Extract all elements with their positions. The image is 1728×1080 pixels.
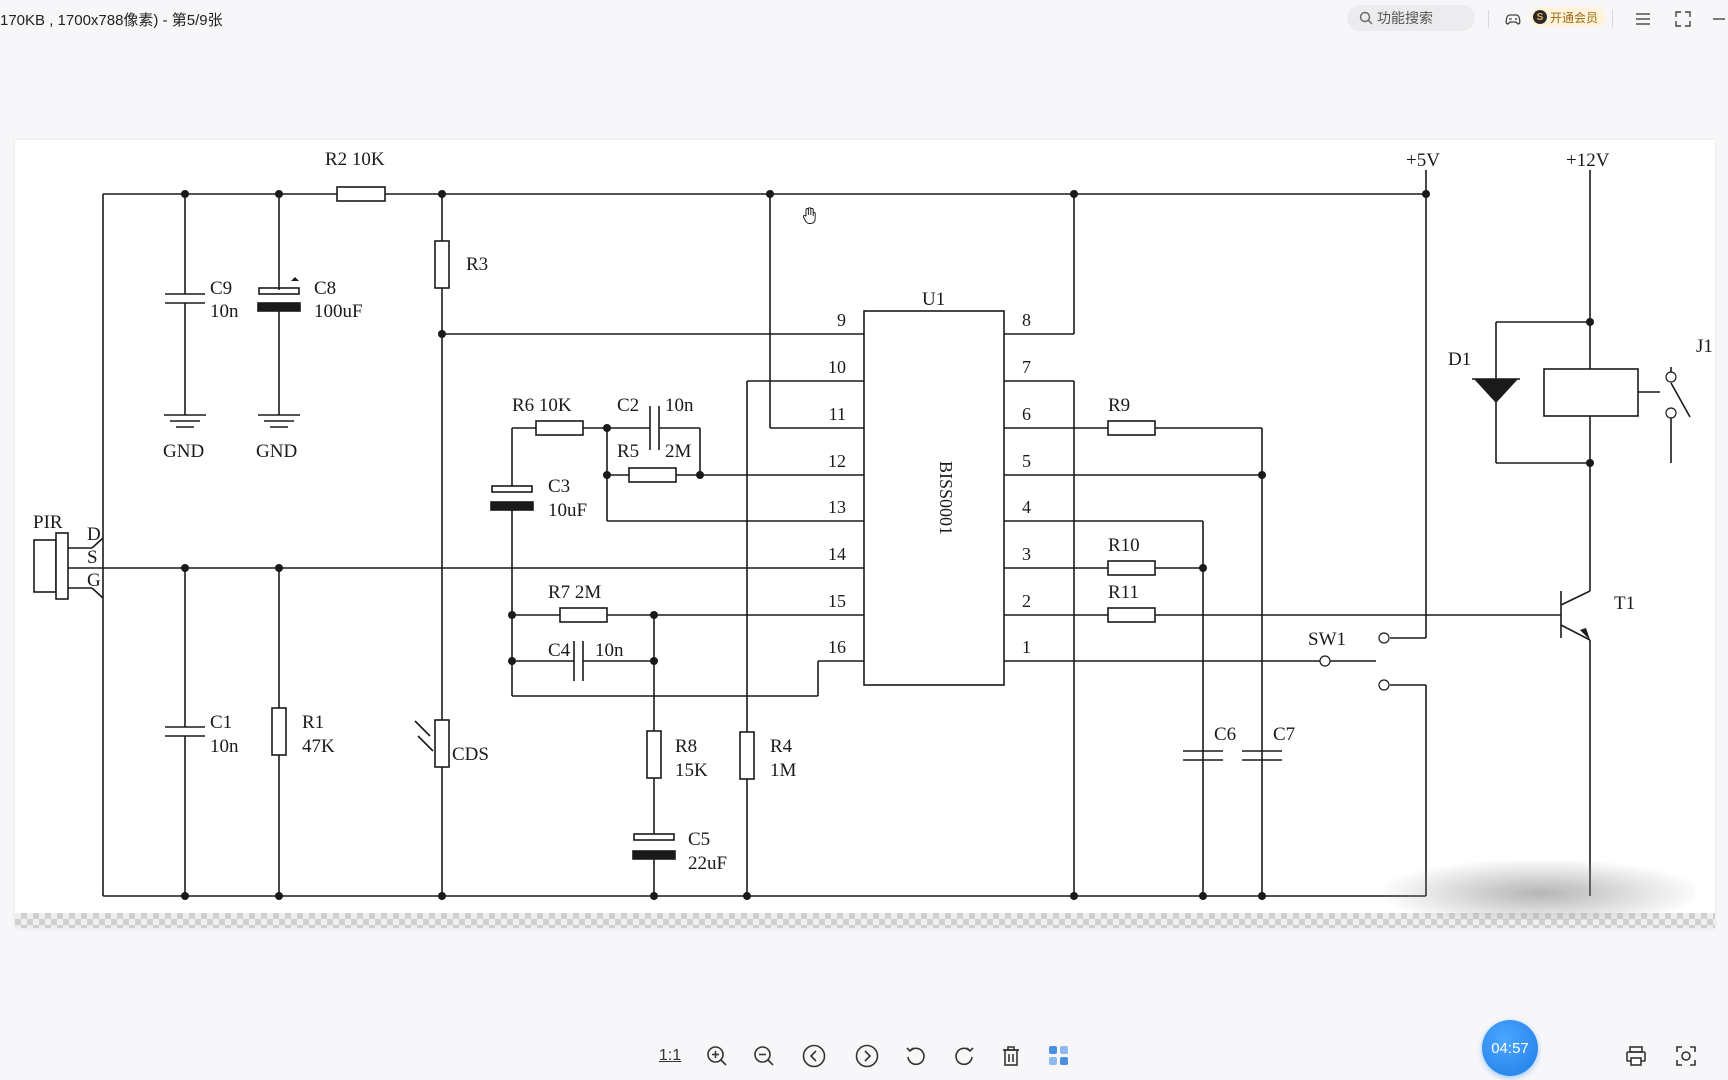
label-c2-value: 10n: [665, 395, 694, 416]
scan-smudge: [1385, 860, 1695, 920]
label-c4-value: 10n: [595, 640, 624, 661]
ic-pin-left-10: 10: [828, 357, 846, 377]
label-r1-value: 47K: [302, 736, 335, 757]
divider: [1612, 10, 1613, 28]
label-c4: C4: [548, 640, 571, 661]
label-r10: R10: [1108, 535, 1140, 556]
label-ic-part: BISS0001: [936, 461, 956, 535]
feature-search[interactable]: 功能搜索: [1347, 5, 1475, 31]
previous-image-icon[interactable]: [800, 1042, 828, 1070]
ic-pin-right-4: 4: [1022, 497, 1031, 517]
ic-pin-right-5: 5: [1022, 451, 1031, 471]
rotate-right-icon[interactable]: [950, 1042, 978, 1070]
actual-size-button[interactable]: 1:1: [656, 1042, 684, 1070]
label-r3: R3: [466, 254, 488, 275]
label-r4-value: 1M: [770, 760, 797, 781]
title-bar: 170KB , 1700x788像素) - 第5/9张 功能搜索 S 开通会员: [0, 0, 1728, 38]
label-r8-value: 15K: [675, 760, 708, 781]
vip-coin-icon: S: [1533, 10, 1547, 24]
label-c2: C2: [617, 395, 639, 416]
ic-pin-right-8: 8: [1022, 310, 1031, 330]
label-pin-d: D: [87, 524, 101, 545]
label-c7: C7: [1273, 724, 1295, 745]
ic-pin-right-7: 7: [1022, 357, 1031, 377]
label-c8: C8: [314, 278, 336, 299]
ic-pin-left-11: 11: [829, 404, 846, 424]
vip-label: 开通会员: [1550, 10, 1599, 25]
label-r6: R6 10K: [512, 395, 572, 416]
delete-icon[interactable]: [997, 1042, 1025, 1070]
print-icon[interactable]: [1622, 1042, 1650, 1070]
label-r2: R2 10K: [325, 149, 385, 170]
label-c8-value: 100uF: [314, 301, 363, 322]
ic-pin-left-9: 9: [837, 310, 846, 330]
label-r1: R1: [302, 712, 324, 733]
label-d1: D1: [1448, 349, 1471, 370]
zoom-in-icon[interactable]: [703, 1042, 731, 1070]
label-t1: T1: [1614, 593, 1635, 614]
window-title: 170KB , 1700x788像素) - 第5/9张: [0, 12, 223, 29]
label-cds: CDS: [452, 744, 489, 765]
ic-pin-left-16: 16: [828, 637, 846, 657]
label-pin-g: G: [87, 570, 101, 591]
label-c5: C5: [688, 829, 710, 850]
hand-cursor-icon: [802, 207, 816, 224]
thumbnails-icon[interactable]: [1045, 1042, 1073, 1070]
label-gnd-2: GND: [256, 441, 297, 462]
label-pin-s: S: [87, 547, 98, 568]
label-c9: C9: [210, 278, 232, 299]
label-c9-value: 10n: [210, 301, 239, 322]
actual-size-label: 1:1: [658, 1047, 682, 1064]
ic-pin-left-12: 12: [828, 451, 846, 471]
divider: [1488, 10, 1489, 28]
timer-value: 04:57: [1491, 1039, 1529, 1057]
ic-pin-right-1: 1: [1022, 637, 1031, 657]
search-icon: [1359, 11, 1373, 25]
fullscreen-icon[interactable]: [1670, 6, 1696, 32]
recording-timer[interactable]: 04:57: [1482, 1020, 1538, 1076]
label-5v: +5V: [1406, 150, 1440, 171]
screenshot-icon[interactable]: [1672, 1042, 1700, 1070]
label-c3: C3: [548, 476, 570, 497]
label-r9: R9: [1108, 395, 1130, 416]
label-u1: U1: [922, 289, 945, 310]
zoom-out-icon[interactable]: [750, 1042, 778, 1070]
ic-pin-right-3: 3: [1022, 544, 1031, 564]
label-j1: J1: [1696, 336, 1713, 357]
label-12v: +12V: [1566, 150, 1610, 171]
transparency-strip: [15, 913, 1715, 928]
label-r11: R11: [1108, 582, 1139, 603]
label-c1-value: 10n: [210, 736, 239, 757]
ic-pin-left-13: 13: [828, 497, 846, 517]
ic-pin-left-14: 14: [828, 544, 846, 564]
search-placeholder: 功能搜索: [1377, 10, 1433, 26]
ic-pin-right-6: 6: [1022, 404, 1031, 424]
next-image-icon[interactable]: [853, 1042, 881, 1070]
rotate-left-icon[interactable]: [902, 1042, 930, 1070]
menu-icon[interactable]: [1630, 6, 1656, 32]
minimize-icon[interactable]: [1706, 6, 1728, 32]
ic-pin-right-2: 2: [1022, 591, 1031, 611]
label-gnd-1: GND: [163, 441, 204, 462]
label-c3-value: 10uF: [548, 500, 587, 521]
label-r5-value: 2M: [665, 441, 692, 462]
game-controller-icon[interactable]: [1500, 6, 1526, 32]
label-r7: R7 2M: [548, 582, 601, 603]
label-c1: C1: [210, 712, 232, 733]
label-c5-value: 22uF: [688, 853, 727, 874]
label-c6: C6: [1214, 724, 1236, 745]
label-pir: PIR: [33, 512, 63, 533]
label-sw1: SW1: [1308, 629, 1346, 650]
vip-button[interactable]: S 开通会员: [1530, 7, 1607, 27]
label-r4: R4: [770, 736, 793, 757]
label-r5: R5: [617, 441, 639, 462]
ic-pin-left-15: 15: [828, 591, 846, 611]
label-r8: R8: [675, 736, 697, 757]
